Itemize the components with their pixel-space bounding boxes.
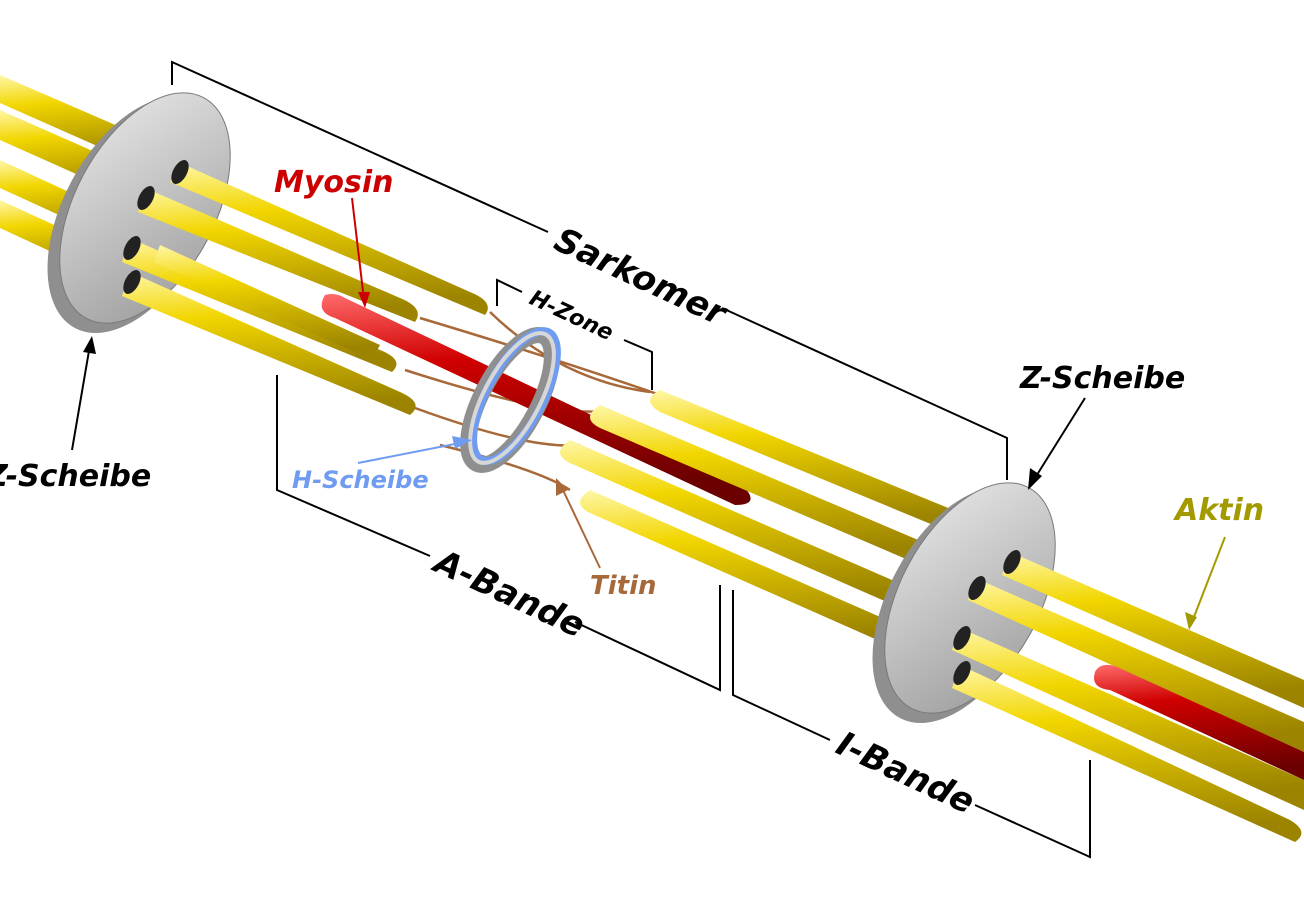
z-scheibe-right-label: Z-Scheibe (1019, 361, 1185, 396)
h-scheibe-label: H-Scheibe (292, 466, 429, 494)
right-z-scheibe-arrow (1028, 397, 1086, 490)
aktin-label: Aktin (1173, 493, 1264, 528)
i-bande-bracket-right (974, 760, 1091, 859)
myosin-arrow (351, 197, 370, 308)
left-actin-filaments (122, 160, 488, 415)
z-scheibe-left-label: Z-Scheibe (0, 459, 151, 494)
a-bande-bracket-right (574, 585, 721, 692)
h-scheibe-arrow (357, 436, 472, 464)
left-z-scheibe-arrow (71, 336, 96, 451)
sarkomer-bracket-right (721, 307, 1008, 480)
next-sarcomere-filaments (952, 550, 1304, 842)
a-bande-label: A-Bande (425, 541, 590, 647)
myosin-label: Myosin (274, 165, 394, 200)
titin-arrow (556, 478, 601, 569)
right-actin-filaments (560, 390, 958, 650)
h-zone-bracket-right (623, 339, 653, 390)
a-bande-bracket-left (276, 375, 431, 557)
sarkomer-bracket-left (171, 60, 549, 233)
titin-label: Titin (590, 571, 657, 601)
i-bande-bracket-left (732, 590, 831, 741)
h-disc (460, 327, 561, 473)
h-zone-bracket-left (496, 278, 523, 306)
aktin-arrow (1185, 536, 1226, 630)
i-bande-label: I-Bande (830, 724, 980, 822)
